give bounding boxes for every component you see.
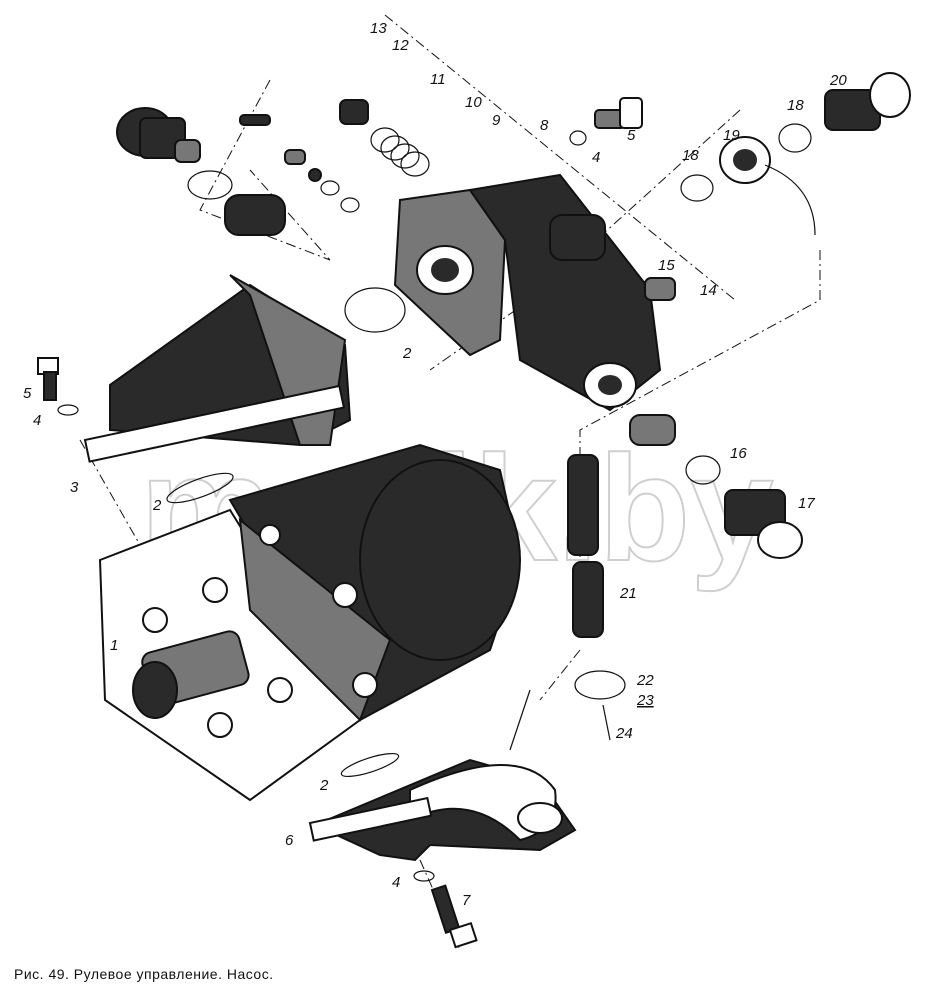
valve-parts-11 <box>224 99 369 236</box>
callout-12: 12 <box>392 37 409 54</box>
bolt-5-top <box>594 97 643 129</box>
callout-5-top: 5 <box>627 127 636 144</box>
callout-10: 10 <box>465 94 482 111</box>
callout-2-left: 2 <box>152 497 162 514</box>
spring-10 <box>370 127 430 177</box>
callout-3: 3 <box>70 479 79 496</box>
valve-housing-9 <box>393 173 662 412</box>
callout-4-bottom: 4 <box>392 874 400 891</box>
callout-16: 16 <box>730 445 747 462</box>
figure-caption: Рис. 49. Рулевое управление. Насос. <box>14 966 274 982</box>
callout-22: 22 <box>636 672 654 689</box>
callout-18-right: 18 <box>787 97 804 114</box>
callout-2-upper: 2 <box>402 345 412 362</box>
lower-cover-6 <box>308 689 577 862</box>
callout-17: 17 <box>798 495 815 512</box>
pump-body <box>98 443 522 802</box>
callout-23: 23 <box>636 692 654 709</box>
callout-13: 13 <box>370 20 387 37</box>
callout-1: 1 <box>110 637 118 654</box>
callout-19: 19 <box>723 127 740 144</box>
bolt-5-left <box>37 357 79 416</box>
callout-4-top: 4 <box>592 149 600 166</box>
callout-2-lower: 2 <box>319 777 329 794</box>
callout-15: 15 <box>658 257 675 274</box>
banjo-19 <box>719 136 816 236</box>
callout-4-left: 4 <box>33 412 41 429</box>
bolt-7 <box>430 884 478 949</box>
callout-6: 6 <box>285 832 294 849</box>
callout-labels: 13 12 11 10 9 8 5 4 20 18 19 18 15 14 2 … <box>23 20 847 909</box>
cover-plate <box>83 274 352 463</box>
callout-11: 11 <box>430 71 446 88</box>
callout-14: 14 <box>700 282 717 299</box>
fitting-15 <box>644 277 676 301</box>
plug-13 <box>116 107 201 163</box>
banjo-bolt-20 <box>824 72 911 131</box>
callout-8: 8 <box>540 117 549 134</box>
callout-21: 21 <box>619 585 637 602</box>
callout-7: 7 <box>462 892 471 909</box>
callout-18-left: 18 <box>682 147 699 164</box>
callout-9: 9 <box>492 112 501 129</box>
callout-24: 24 <box>615 725 633 742</box>
callout-5-left: 5 <box>23 385 32 402</box>
callout-20: 20 <box>829 72 847 89</box>
fitting-17 <box>724 489 803 559</box>
